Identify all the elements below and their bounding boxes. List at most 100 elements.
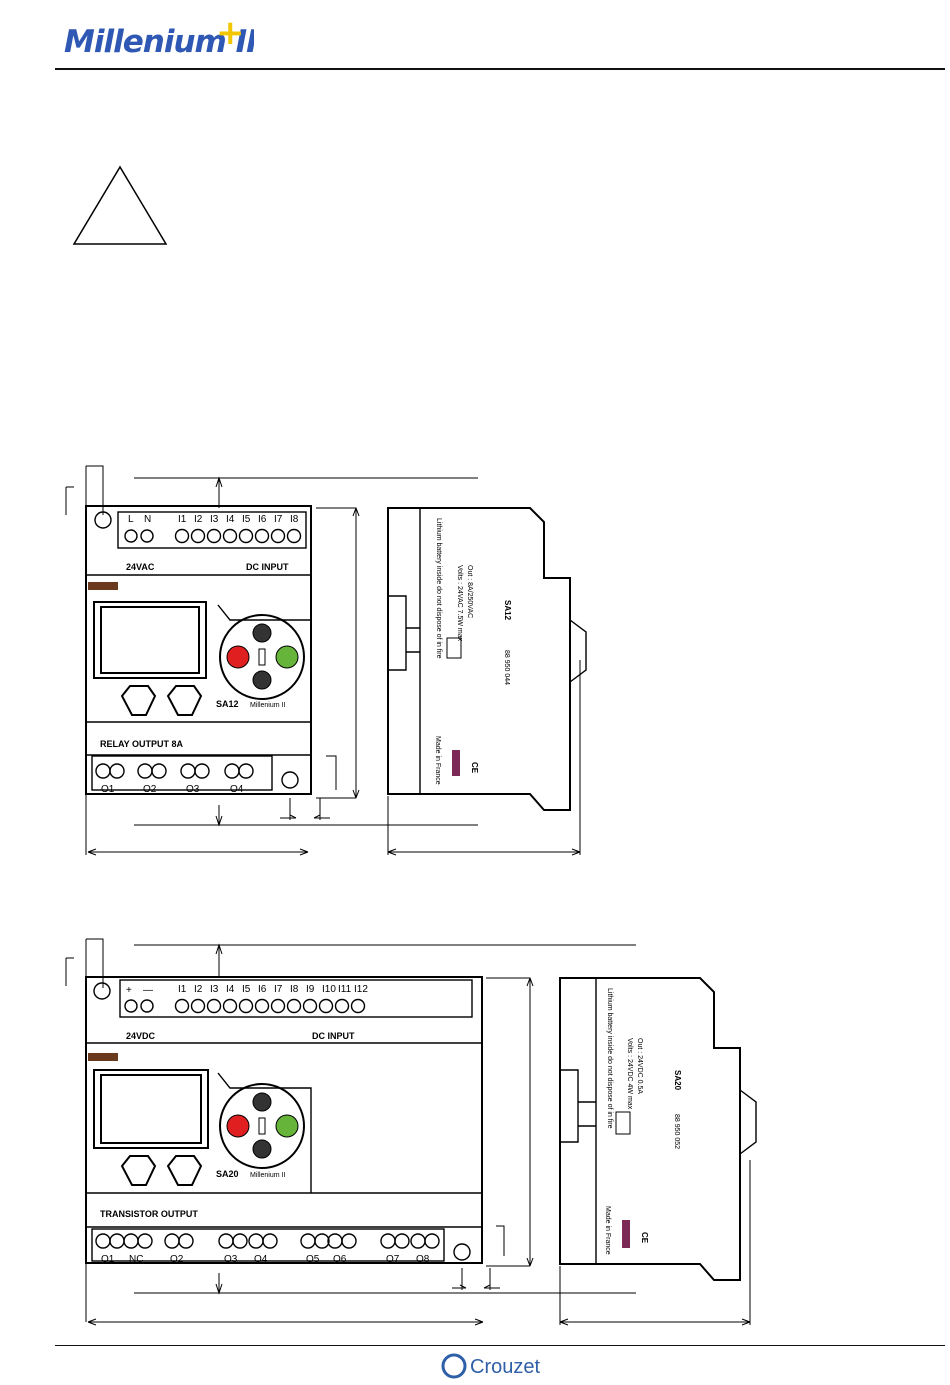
made-in: Made in France bbox=[604, 1206, 611, 1255]
up-arrow-button[interactable] bbox=[252, 623, 272, 643]
model-label: SA20 bbox=[216, 1169, 239, 1179]
output-terminal-label: O1 bbox=[101, 1254, 115, 1265]
barcode-label bbox=[452, 750, 460, 776]
input-terminal-label: I11 bbox=[338, 984, 352, 995]
output-terminal-label: O6 bbox=[333, 1254, 347, 1265]
input-terminal-label: I3 bbox=[210, 514, 219, 525]
millenium-logo: Millenium II + bbox=[64, 20, 254, 60]
battery-note: Lithium battery inside do not dispose of… bbox=[435, 518, 442, 659]
output-terminal-label: O8 bbox=[416, 1254, 430, 1265]
down-arrow-button[interactable] bbox=[252, 670, 272, 690]
escape-button[interactable] bbox=[226, 645, 250, 669]
input-terminal-label: I10 bbox=[322, 984, 336, 995]
output-terminal bbox=[380, 1233, 396, 1249]
input-terminal-label: I2 bbox=[194, 514, 203, 525]
output-terminal bbox=[137, 1233, 153, 1249]
input-terminal-label: I5 bbox=[242, 984, 251, 995]
input-terminal-label: I5 bbox=[242, 514, 251, 525]
input-terminal-block bbox=[119, 979, 473, 1018]
input-terminal-label: I1 bbox=[178, 984, 187, 995]
output-terminal-label: O4 bbox=[254, 1254, 268, 1265]
output-terminal bbox=[327, 1233, 343, 1249]
output-section-label: RELAY OUTPUT 8A bbox=[100, 739, 184, 749]
side-view: Lithium battery inside do not dispose of… bbox=[387, 507, 587, 811]
rating-line: Out : 8A/250VAC bbox=[466, 565, 473, 618]
input-terminal bbox=[286, 528, 302, 544]
part-number: 88 950 052 bbox=[673, 1114, 680, 1149]
made-in: Made in France bbox=[434, 736, 441, 785]
dimension-lines bbox=[65, 938, 751, 1326]
output-terminal-label: O3 bbox=[186, 784, 200, 795]
side-view: Lithium battery inside do not dispose of… bbox=[559, 977, 757, 1281]
input-terminal-label: I9 bbox=[306, 984, 315, 995]
button-pad[interactable] bbox=[219, 614, 305, 700]
logo-text: Millenium II bbox=[64, 24, 254, 60]
output-terminal bbox=[137, 763, 153, 779]
output-terminal-label: O5 bbox=[306, 1254, 320, 1265]
input-terminal bbox=[238, 528, 254, 544]
input-terminal-label: I8 bbox=[290, 984, 299, 995]
output-terminal bbox=[95, 1233, 111, 1249]
input-terminal bbox=[270, 998, 286, 1014]
input-terminal bbox=[350, 998, 366, 1014]
crouzet-logo: Crouzet bbox=[441, 1353, 540, 1379]
input-terminal bbox=[254, 528, 270, 544]
output-terminal bbox=[238, 763, 254, 779]
power-terminal-label: L bbox=[128, 514, 134, 525]
output-terminal bbox=[164, 1233, 180, 1249]
ok-button[interactable] bbox=[275, 645, 299, 669]
input-terminal bbox=[270, 528, 286, 544]
input-terminal-label: I7 bbox=[274, 984, 283, 995]
input-terminal-label: I6 bbox=[258, 984, 267, 995]
escape-button[interactable] bbox=[226, 1114, 250, 1138]
input-terminal bbox=[174, 528, 190, 544]
input-terminal bbox=[286, 998, 302, 1014]
warning-triangle-icon bbox=[72, 165, 168, 245]
input-terminal-label: I3 bbox=[210, 984, 219, 995]
mount-hole bbox=[453, 1243, 471, 1261]
button-pad[interactable] bbox=[219, 1083, 305, 1169]
output-terminal-label: O7 bbox=[386, 1254, 400, 1265]
output-terminal bbox=[424, 1233, 440, 1249]
input-section-label: DC INPUT bbox=[312, 1031, 355, 1041]
input-terminal bbox=[190, 528, 206, 544]
power-terminal-label: + bbox=[126, 985, 132, 996]
dimension-lines bbox=[65, 465, 581, 856]
input-terminal-label: I6 bbox=[258, 514, 267, 525]
up-arrow-button[interactable] bbox=[252, 1092, 272, 1112]
output-section-label: TRANSISTOR OUTPUT bbox=[100, 1209, 198, 1219]
input-terminal bbox=[174, 998, 190, 1014]
side-model: SA12 bbox=[503, 600, 512, 621]
input-terminal bbox=[238, 998, 254, 1014]
ce-mark: CE bbox=[640, 1232, 649, 1244]
power-terminal-label: — bbox=[143, 985, 153, 996]
ok-button[interactable] bbox=[275, 1114, 299, 1138]
output-terminal-label: O2 bbox=[170, 1254, 184, 1265]
small-logo: Millenium II bbox=[250, 702, 285, 709]
input-terminal-label: I4 bbox=[226, 984, 235, 995]
output-terminal-block bbox=[91, 755, 273, 791]
output-terminal bbox=[123, 1233, 139, 1249]
down-arrow-button[interactable] bbox=[252, 1139, 272, 1159]
brand-badge bbox=[88, 582, 118, 590]
rating-line: Volts : 24VDC 4W max bbox=[626, 1038, 633, 1110]
output-terminal bbox=[180, 763, 196, 779]
battery-note: Lithium battery inside do not dispose of… bbox=[606, 988, 613, 1129]
input-terminal bbox=[254, 998, 270, 1014]
small-logo: Millenium II bbox=[250, 1172, 285, 1179]
model-label: SA12 bbox=[216, 699, 239, 709]
output-terminal-label: O3 bbox=[224, 1254, 238, 1265]
supply-label: 24VDC bbox=[126, 1031, 156, 1041]
power-terminal-label: N bbox=[144, 514, 151, 525]
supply-label: 24VAC bbox=[126, 562, 155, 572]
input-terminal bbox=[302, 998, 318, 1014]
header-rule bbox=[55, 68, 945, 70]
output-terminal bbox=[95, 763, 111, 779]
crouzet-swirl-icon bbox=[441, 1353, 467, 1379]
input-terminal bbox=[334, 998, 350, 1014]
output-terminal bbox=[178, 1233, 194, 1249]
